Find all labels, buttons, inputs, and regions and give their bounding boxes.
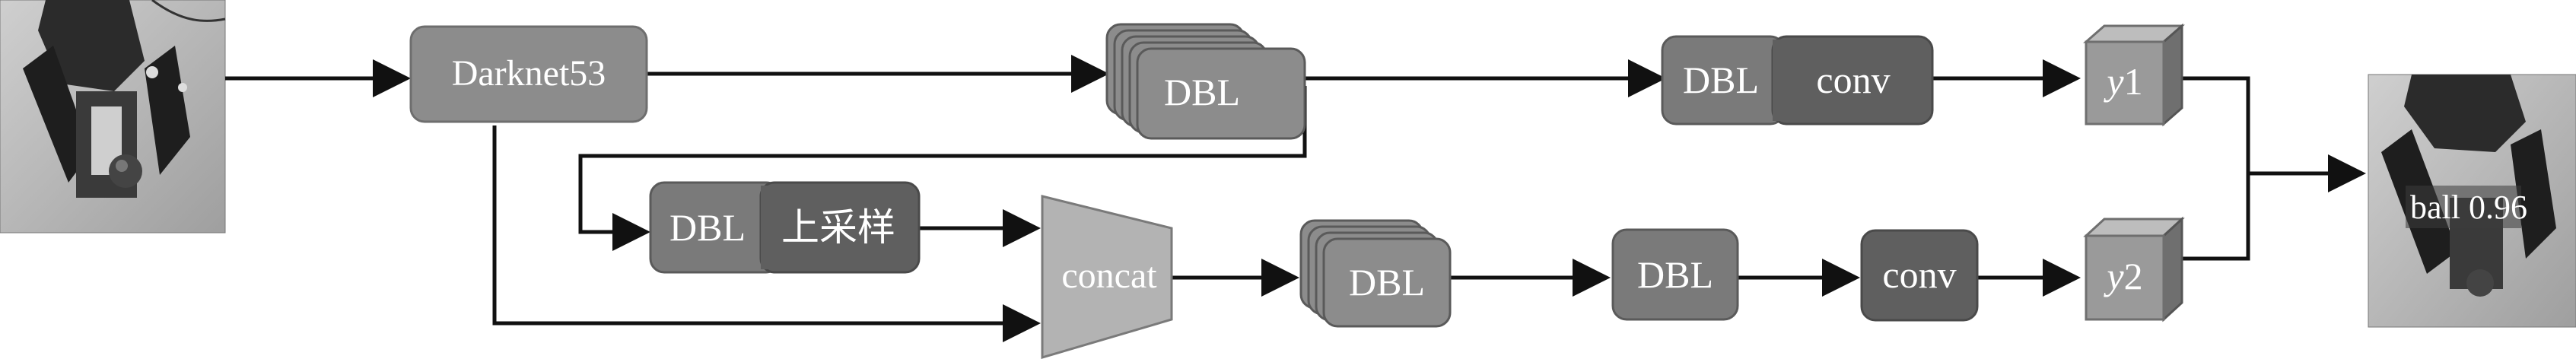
- node-conv-bottom: conv: [1860, 229, 1979, 322]
- y2-num: 2: [2124, 255, 2143, 297]
- y1-label: y1: [2103, 60, 2142, 103]
- node-dbl-bottom: DBL: [1611, 228, 1739, 321]
- node-dbl-conv-top: DBL conv: [1661, 35, 1934, 125]
- node-darknet53: Darknet53: [409, 25, 648, 123]
- detection-box: ball 0.96: [2406, 186, 2527, 228]
- dbl-stack-bottom-label: DBL: [1349, 261, 1425, 303]
- upsample-label: 上采样: [781, 206, 895, 249]
- y2-label: y2: [2103, 255, 2142, 297]
- node-concat: concat: [1041, 195, 1173, 359]
- conv-top-label: conv: [1816, 59, 1890, 101]
- y1-var: y: [2103, 60, 2124, 103]
- dbl-upsample-dbl-label: DBL: [669, 206, 746, 249]
- detection-label: ball 0.96: [2410, 189, 2527, 226]
- node-y2: y2: [2083, 216, 2185, 322]
- concat-label: concat: [1061, 256, 1157, 296]
- node-dbl-stack-bottom: DBL: [1299, 219, 1452, 328]
- input-image: [0, 0, 226, 234]
- y1-num: 1: [2124, 60, 2143, 103]
- node-dbl-upsample: DBL 上采样: [649, 181, 921, 274]
- node-dbl-stack-top: DBL: [1105, 23, 1306, 140]
- y2-var: y: [2103, 255, 2124, 297]
- conv-bottom-label: conv: [1882, 253, 1956, 296]
- dbl-bottom-label: DBL: [1637, 253, 1713, 296]
- dbl-stack-top-label: DBL: [1164, 71, 1240, 113]
- dbl-top-label: DBL: [1683, 59, 1759, 101]
- edges: [225, 55, 2366, 342]
- node-y1: y1: [2083, 23, 2185, 127]
- darknet53-label: Darknet53: [452, 53, 606, 94]
